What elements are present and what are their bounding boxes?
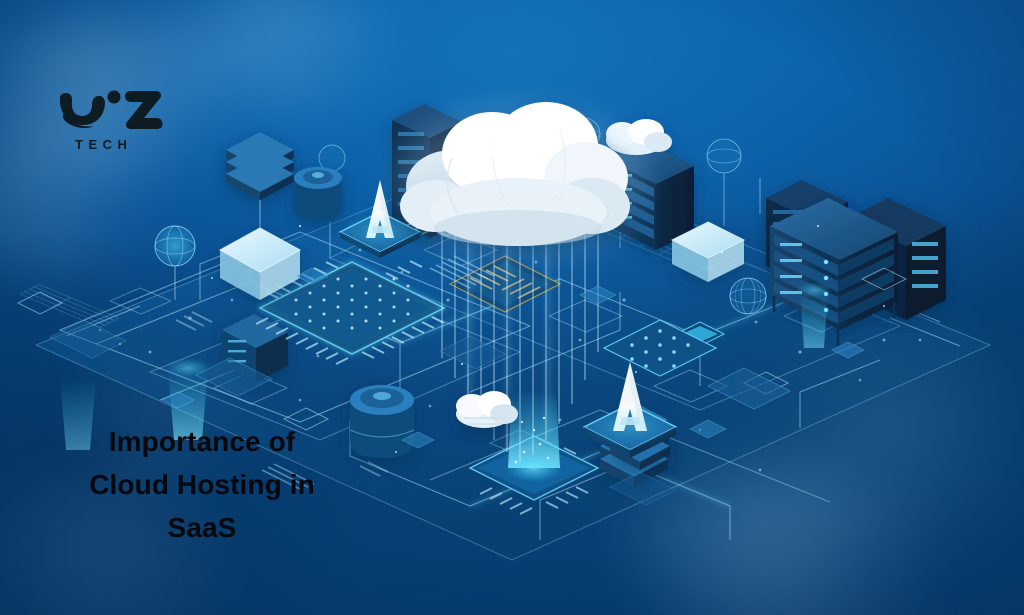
uiz-logo-mark <box>59 90 163 129</box>
main-cloud <box>400 102 640 252</box>
data-cube <box>670 221 746 282</box>
board-components <box>161 267 865 449</box>
cpu-chip-glow <box>468 390 600 515</box>
cpu-chip-large <box>255 260 447 365</box>
data-plates <box>48 319 792 506</box>
dot-matrix-chip <box>602 319 718 377</box>
heatsink-fins <box>429 255 495 289</box>
network-sphere <box>706 138 742 226</box>
background-cloud <box>150 0 450 120</box>
capacitor-cylinder <box>294 167 342 220</box>
sparkles <box>118 212 886 454</box>
logo-subtext: TECH <box>75 137 133 152</box>
server-rack-right <box>770 198 898 346</box>
mesh-panel <box>19 284 120 328</box>
heatsink-fins <box>261 463 315 491</box>
brand-logo[interactable]: TECH <box>55 82 185 162</box>
letter-a-pedestal <box>338 180 422 258</box>
title-line-2: Cloud Hosting in <box>89 469 315 500</box>
network-sphere <box>153 224 197 300</box>
title-line-3: SaaS <box>167 512 237 543</box>
data-cube <box>218 227 302 300</box>
capacitor-cylinder <box>349 385 415 458</box>
small-cloud-icon <box>456 391 518 428</box>
letter-a-pedestal <box>582 362 678 458</box>
light-beam <box>60 282 832 450</box>
network-globe <box>729 277 767 315</box>
title-line-1: Importance of <box>108 426 296 457</box>
page-title: Importance of Cloud Hosting in SaaS <box>52 420 352 549</box>
layered-stack <box>226 132 294 242</box>
